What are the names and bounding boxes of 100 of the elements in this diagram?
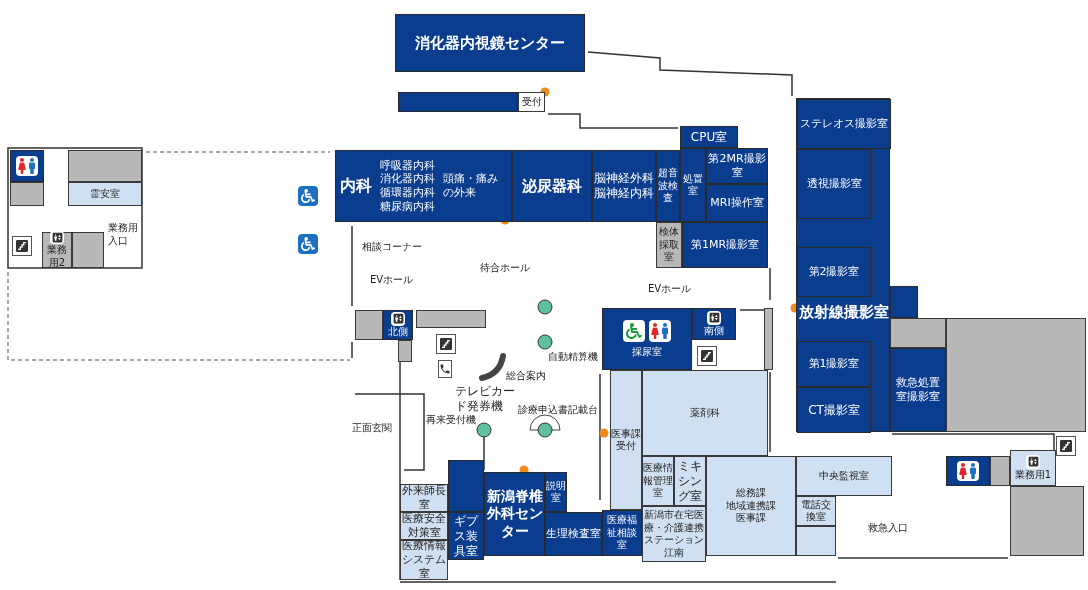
area-label: 自動精算機 xyxy=(548,351,598,364)
room-label: 医療情報システム室 xyxy=(401,539,447,581)
room xyxy=(890,286,918,318)
room-label: 医事課受付 xyxy=(611,427,641,453)
room xyxy=(398,92,518,112)
room-label: 新潟市在宅医療・介護連携ステーション江南 xyxy=(643,509,705,559)
room xyxy=(545,512,602,556)
room xyxy=(10,150,44,182)
room-label: 業務用1 xyxy=(1014,468,1052,482)
room xyxy=(797,99,891,149)
room xyxy=(692,308,736,340)
service-area xyxy=(416,310,486,328)
room xyxy=(797,247,871,297)
service-area xyxy=(68,150,142,182)
service-area xyxy=(1010,486,1084,556)
room-label: 第1撮影室 xyxy=(808,357,860,371)
service-area xyxy=(355,310,383,340)
room-label: ギプス装具室 xyxy=(453,513,480,559)
room-label: 総務課 xyxy=(736,487,766,500)
room xyxy=(706,184,768,222)
room-label: 放射線撮影室 xyxy=(798,303,890,322)
room xyxy=(68,182,142,206)
area-label: 再来受付機 xyxy=(426,414,476,427)
room-label: 循環器内科 xyxy=(380,186,435,200)
room xyxy=(602,308,692,370)
room xyxy=(680,126,738,148)
room-label: 医療安全対策室 xyxy=(401,512,447,540)
room-label: 第1MR撮影室 xyxy=(690,238,760,252)
room-label: 頭痛・痛みの外来 xyxy=(443,172,499,200)
service-area xyxy=(398,340,412,362)
room-label: 南側 xyxy=(704,324,724,338)
room-label: 脳神経外科 xyxy=(594,171,654,186)
room xyxy=(484,472,545,556)
room xyxy=(797,341,871,387)
room xyxy=(642,370,768,456)
room-label: 透視撮影室 xyxy=(806,177,862,191)
room xyxy=(395,14,585,72)
room-label: 内科 xyxy=(340,176,372,196)
room-label: 霊安室 xyxy=(90,187,120,201)
room-label: 検体採取室 xyxy=(658,226,680,264)
room-label: 外来師長室 xyxy=(401,484,447,512)
area-label: 業務用入口 xyxy=(108,222,139,247)
room xyxy=(1010,450,1056,486)
room xyxy=(545,472,567,512)
room xyxy=(680,148,706,222)
room-label: 受付 xyxy=(521,95,542,109)
room-label: 救急処置室撮影室 xyxy=(895,376,941,404)
room-label: 説明室 xyxy=(546,479,566,505)
area-label: 診療申込書記載台 xyxy=(518,404,598,417)
room-label: 処置室 xyxy=(682,172,704,198)
room-label: MRI操作室 xyxy=(710,196,764,210)
room-label: CT撮影室 xyxy=(808,402,860,418)
room xyxy=(682,222,768,268)
service-area xyxy=(946,318,1086,432)
room-label: 超音波検査 xyxy=(657,167,679,205)
room xyxy=(592,150,656,222)
room-label: 医療情報管理室 xyxy=(643,462,673,500)
area-label: 正面玄関 xyxy=(352,422,392,435)
room xyxy=(706,456,796,556)
room-label: 中央監視室 xyxy=(819,469,869,483)
area-label: 待合ホール xyxy=(480,262,530,275)
room xyxy=(383,310,413,340)
room xyxy=(890,348,946,432)
room xyxy=(512,150,592,222)
room-label: 医療福祉相談室 xyxy=(606,514,638,552)
service-area xyxy=(764,308,773,370)
room xyxy=(946,456,990,486)
room-label: 北側 xyxy=(388,325,408,339)
service-area xyxy=(890,318,946,348)
room xyxy=(448,460,484,512)
room-label: 地域連携課 xyxy=(726,499,776,513)
room-label: 第2MR撮影室 xyxy=(707,152,767,180)
service-area xyxy=(72,232,104,268)
room xyxy=(610,370,642,510)
area-label: テレビカード発券機 xyxy=(455,384,516,414)
room xyxy=(335,150,512,222)
area-label: EVホール xyxy=(370,274,414,287)
room-label: 糖尿病内科 xyxy=(380,199,435,214)
room xyxy=(656,150,680,222)
area-label: 総合案内 xyxy=(506,370,546,383)
room-label: 消化器内科 xyxy=(380,172,435,186)
service-area xyxy=(990,456,1010,486)
room-label: 消化器内視鏡センター xyxy=(415,33,565,53)
room xyxy=(796,98,890,432)
room-label: 第2撮影室 xyxy=(808,265,860,279)
room xyxy=(797,387,871,433)
room xyxy=(42,232,72,268)
room-label: ステレオス撮影室 xyxy=(800,117,888,131)
area-label: 相談コーナー xyxy=(362,241,422,254)
room-label: 呼吸器内科 xyxy=(380,158,435,173)
room-label: CPU室 xyxy=(690,129,728,145)
room-label: 脳神経内科 xyxy=(594,186,654,201)
service-area xyxy=(10,182,44,206)
room-label: 生理検査室 xyxy=(546,527,601,541)
room-label: 泌尿器科 xyxy=(522,176,582,196)
area-label: EVホール xyxy=(648,283,692,296)
room-label: 薬剤科 xyxy=(690,406,720,420)
area-label: 救急入口 xyxy=(868,522,908,535)
room-label: 医事課 xyxy=(736,512,766,525)
room xyxy=(642,456,674,506)
